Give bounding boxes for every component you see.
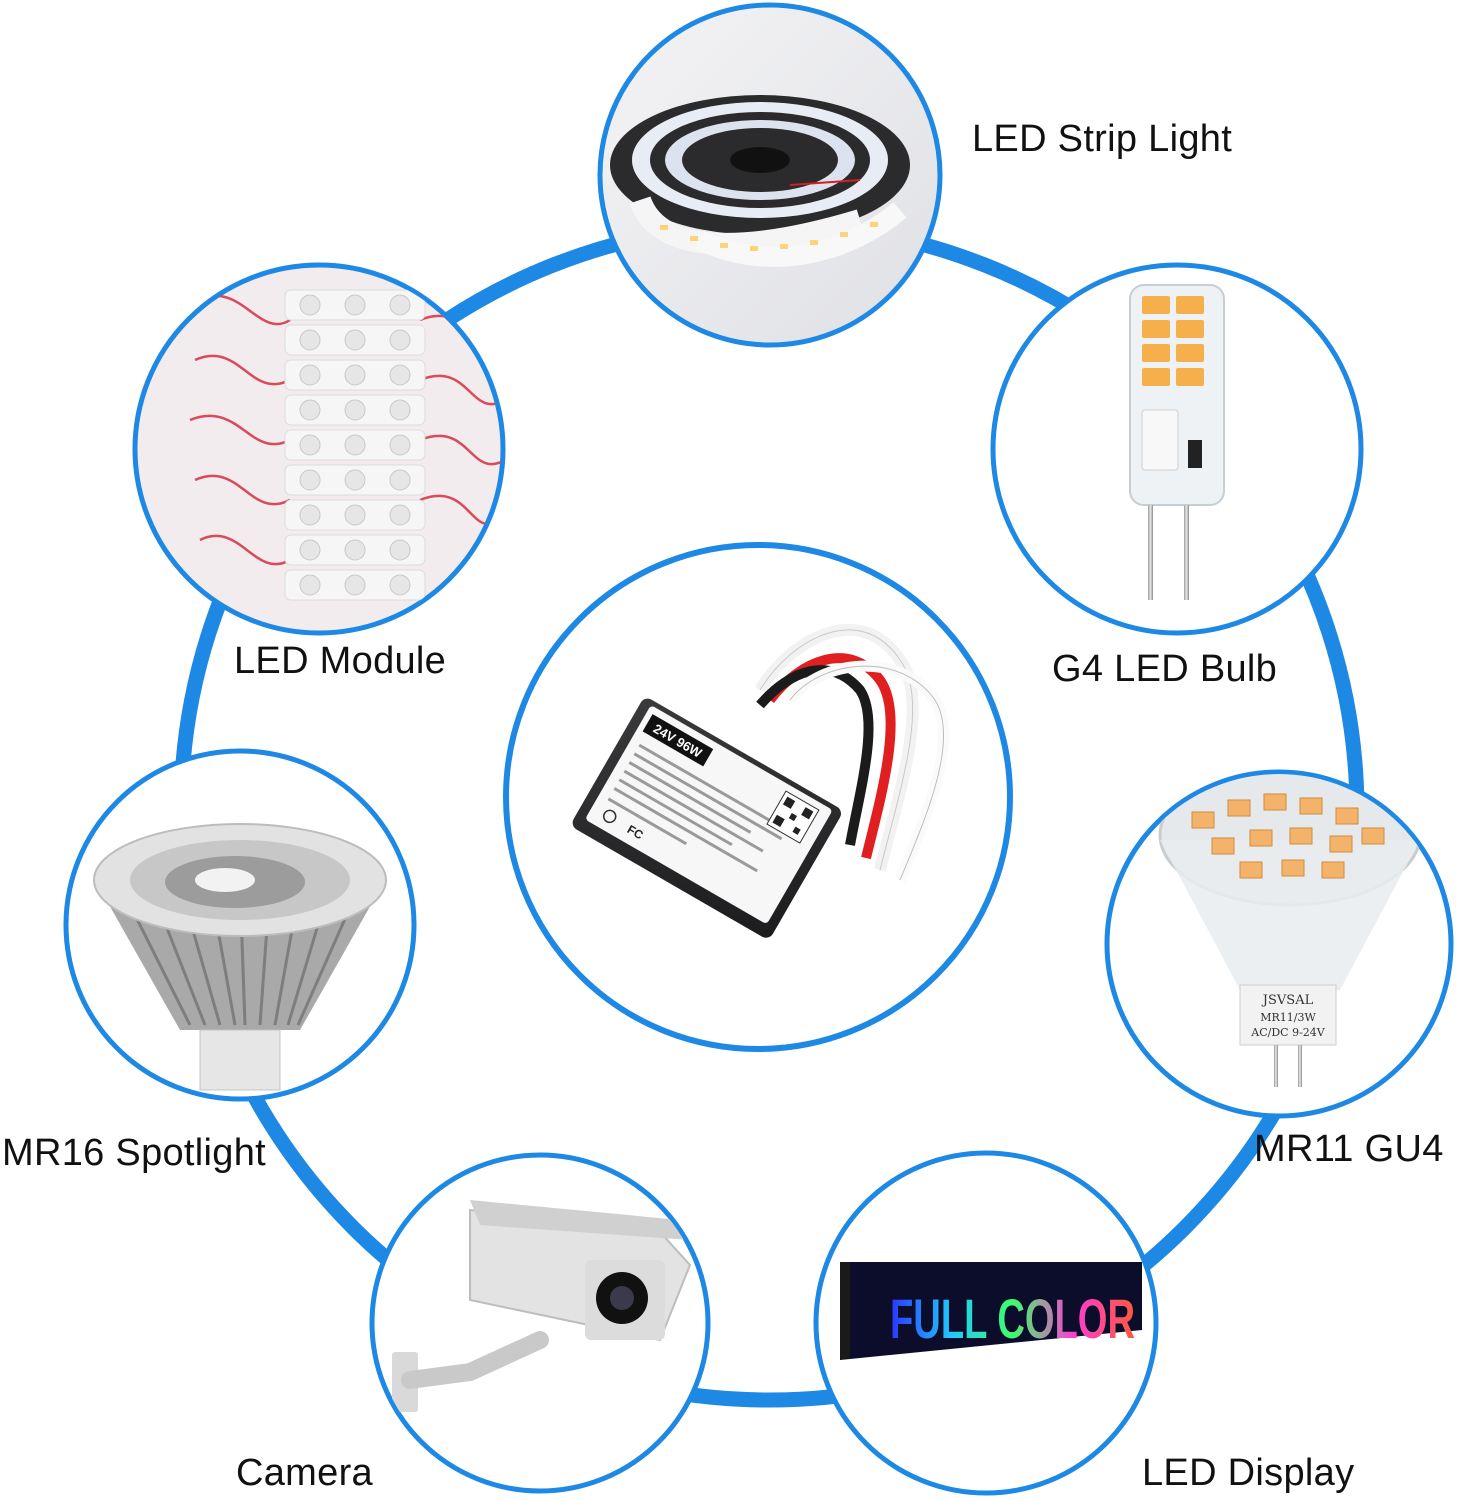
node-led-display: FULL COLOR: [813, 1150, 1159, 1496]
mr16-spotlight-icon: [93, 823, 387, 1091]
label-mr11-gu4: MR11 GU4: [1254, 1128, 1444, 1170]
security-camera-icon: [392, 1200, 692, 1412]
power-supply-icon: 24V 96W FC: [572, 624, 950, 938]
node-camera: [369, 1152, 711, 1494]
label-led-strip-light: LED Strip Light: [972, 118, 1233, 160]
label-led-display: LED Display: [1142, 1452, 1355, 1494]
node-g4-led-bulb: [990, 262, 1364, 636]
mr11-print-volt: AC/DC 9-24V: [1250, 1026, 1326, 1039]
node-mr11-gu4: JSVSAL MR11/3W AC/DC 9-24V: [1104, 769, 1454, 1119]
mr11-bulb-icon: JSVSAL MR11/3W AC/DC 9-24V: [1158, 774, 1422, 1087]
g4-bulb-icon: [1129, 284, 1225, 600]
node-mr16-spotlight: [63, 748, 417, 1102]
led-display-icon: FULL COLOR: [840, 1262, 1142, 1360]
label-led-module: LED Module: [234, 640, 447, 682]
label-mr16-spotlight: MR16 Spotlight: [2, 1132, 267, 1174]
center-node: 24V 96W FC: [503, 542, 1013, 1052]
label-g4-led-bulb: G4 LED Bulb: [1052, 648, 1278, 690]
mr11-print-watt: MR11/3W: [1260, 1011, 1316, 1024]
node-led-module: [132, 262, 506, 636]
led-strip-reel-icon: [610, 95, 910, 267]
mr11-print-brand: JSVSAL: [1261, 993, 1314, 1008]
display-text: FULL COLOR: [890, 1287, 1135, 1350]
label-camera: Camera: [236, 1452, 373, 1494]
node-led-strip-light: [597, 2, 943, 348]
led-module-icon: [189, 289, 501, 601]
